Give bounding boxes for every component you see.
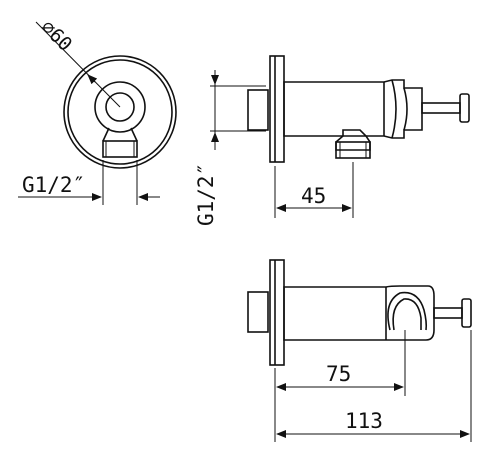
dim-113-label: 113 [345, 409, 383, 433]
knob-cap-top [461, 298, 472, 328]
wall-flange-circle [63, 55, 177, 169]
outlet-nut-side [335, 141, 371, 159]
wall-flange-top [269, 259, 285, 366]
bore-circle [105, 92, 135, 122]
dim-45-label: 45 [301, 184, 326, 208]
handle-curve [391, 79, 397, 139]
dim-75-label: 75 [326, 362, 351, 386]
body-top [283, 285, 435, 341]
inlet-thread-stub-top [247, 291, 269, 333]
diameter-label: ⌀60 [36, 16, 76, 56]
holder-cradle-outer [387, 291, 428, 331]
thread-side-label: G1/2″ [194, 163, 218, 226]
valve-body-side [283, 79, 423, 139]
knob-cap [459, 93, 470, 123]
side-view: G1/2″ 45 [194, 55, 470, 226]
hub-circle [94, 81, 146, 133]
diameter-arrow [87, 74, 98, 85]
top-view: 75 113 [247, 259, 472, 442]
wall-flange-inner-circle [67, 59, 173, 165]
knob-stem [421, 102, 461, 114]
outlet-nut-front [102, 140, 138, 158]
holder-cradle-inner [392, 298, 422, 331]
thread-front-label: G1/2″ [22, 173, 85, 197]
outlet-collar [335, 129, 371, 151]
front-view: ⌀60 G1/2″ [18, 16, 177, 205]
knob-stem-top [433, 307, 463, 319]
outlet-neck-line [130, 127, 138, 142]
wall-flange-side [269, 55, 285, 163]
diameter-leader [35, 21, 121, 108]
handle-curve [403, 87, 408, 131]
inlet-thread-stub [247, 89, 269, 131]
outlet-neck-line [102, 127, 110, 142]
